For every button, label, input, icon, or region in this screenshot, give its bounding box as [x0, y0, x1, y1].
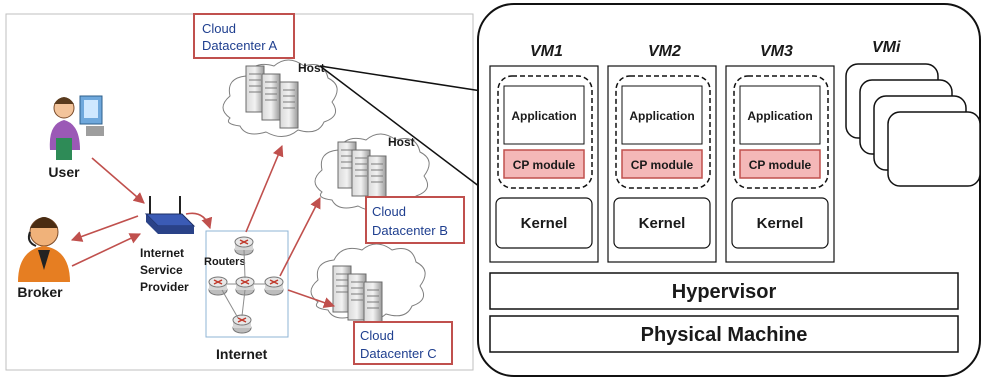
vm2-kernel: Kernel [639, 215, 686, 232]
datacenter-a-line1: Cloud [202, 21, 236, 36]
user-icon [49, 95, 104, 160]
router-links [221, 249, 265, 319]
hypervisor-bar [489, 272, 959, 310]
datacenter-c-box [353, 321, 453, 365]
vm2 [607, 65, 717, 263]
host-a-label: Host [298, 61, 325, 75]
vm3 [725, 65, 835, 263]
datacenter-a-line2: Datacenter A [202, 38, 277, 53]
datacenter-b-line2: Datacenter B [372, 223, 448, 238]
vm2-cp-module: CP module [631, 158, 694, 172]
hypervisor-label: Hypervisor [672, 281, 777, 303]
vm3-application: Application [747, 109, 812, 123]
vm3-title: VM3 [760, 43, 793, 60]
isp-label-line3: Provider [140, 280, 189, 294]
vm3-kernel: Kernel [757, 215, 804, 232]
host-b-label: Host [388, 135, 415, 149]
zoom-line-top [319, 65, 489, 93]
datacenter-b-box [365, 196, 465, 244]
datacenter-c-line2: Datacenter C [360, 346, 437, 361]
user-label: User [48, 164, 80, 180]
vm1-cp-module: CP module [513, 158, 576, 172]
internet-label: Internet [216, 346, 268, 362]
broker-label: Broker [17, 284, 63, 300]
zoom-line-bottom [319, 65, 485, 191]
physical-machine-label: Physical Machine [641, 324, 808, 346]
vm1-kernel: Kernel [521, 215, 568, 232]
vm1-application: Application [511, 109, 576, 123]
vmi-stack [845, 63, 981, 187]
vm2-title: VM2 [648, 43, 681, 60]
network-arrows [70, 144, 336, 308]
datacenter-a-box [193, 13, 295, 59]
broker-icon [18, 217, 70, 282]
vmi-title: VMi [872, 39, 901, 56]
isp-label-line1: Internet [140, 246, 184, 260]
isp-router-icon [144, 196, 196, 234]
vm3-cp-module: CP module [749, 158, 812, 172]
isp-label-line2: Service [140, 263, 183, 277]
vm1-title: VM1 [530, 43, 563, 60]
physical-machine-bar [489, 315, 959, 353]
datacenter-b-line1: Cloud [372, 204, 406, 219]
routers-label: Routers [204, 256, 246, 268]
datacenter-c-line1: Cloud [360, 328, 394, 343]
vm1 [489, 65, 599, 263]
vm2-application: Application [629, 109, 694, 123]
